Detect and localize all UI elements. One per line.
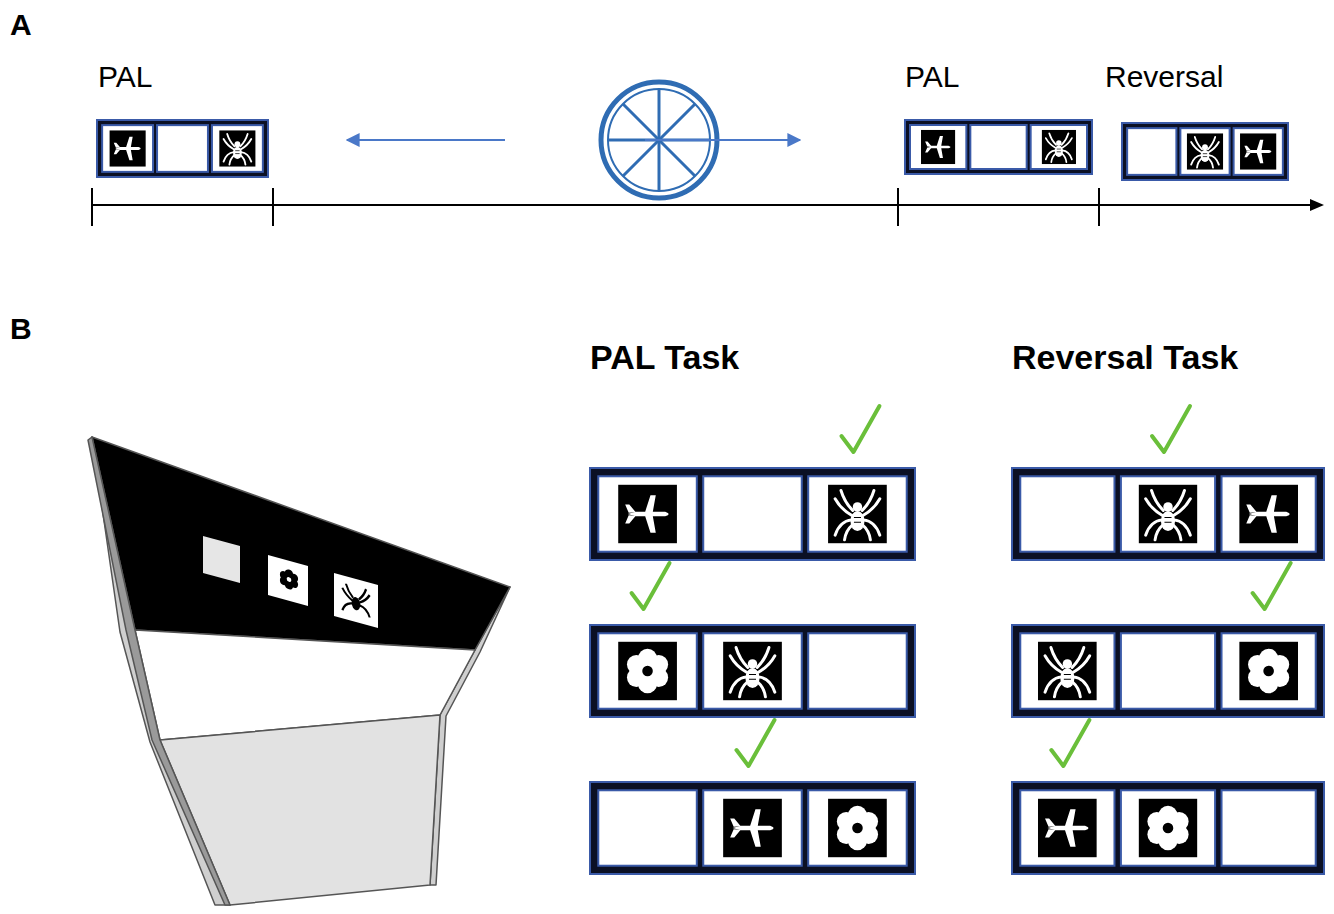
response-window <box>808 790 907 865</box>
response-window <box>703 476 802 551</box>
flower-stimulus <box>1239 642 1298 701</box>
screen-frame <box>97 120 268 177</box>
response-window <box>703 633 802 708</box>
flower-stimulus <box>1139 799 1198 858</box>
response-window <box>703 790 802 865</box>
response-window <box>1222 476 1316 551</box>
screen-frame <box>905 120 1092 174</box>
spider-stimulus <box>723 642 782 701</box>
response-window <box>598 790 697 865</box>
stimulus-row <box>1012 563 1324 717</box>
stimulus-row <box>97 120 268 177</box>
response-window <box>1031 125 1087 169</box>
correct-checkmark <box>1051 720 1089 766</box>
screen-frame <box>1012 468 1324 560</box>
stimulus-row <box>1012 406 1324 560</box>
response-window <box>970 125 1026 169</box>
response-window <box>212 125 263 172</box>
screen-frame <box>590 468 915 560</box>
stimulus-row <box>1012 720 1324 874</box>
response-window <box>102 125 153 172</box>
response-window <box>157 125 208 172</box>
left-arrow <box>347 139 505 141</box>
phase-label: PAL <box>98 60 152 95</box>
stimulus-row <box>590 406 915 560</box>
plane-stimulus <box>921 130 955 164</box>
response-window <box>1121 476 1215 551</box>
spider-stimulus <box>1038 642 1097 701</box>
phase-label: Reversal <box>1105 60 1223 95</box>
response-window <box>1234 128 1283 175</box>
screen-frame <box>1012 782 1324 874</box>
screen-frame <box>1122 123 1288 180</box>
panel-letter: A <box>10 8 32 43</box>
response-window <box>1121 790 1215 865</box>
response-window <box>808 633 907 708</box>
spider-stimulus <box>828 485 887 544</box>
response-window <box>1180 128 1229 175</box>
plane-stimulus <box>1038 799 1097 858</box>
stimulus-rows <box>97 120 1324 874</box>
right-arrow <box>645 139 800 141</box>
screen-frame <box>590 782 915 874</box>
response-window <box>1020 633 1114 708</box>
screen-frame <box>1012 625 1324 717</box>
plane-stimulus <box>1239 485 1298 544</box>
flower-stimulus <box>618 642 677 701</box>
response-window <box>1020 476 1114 551</box>
response-window <box>1222 633 1316 708</box>
stimulus-row <box>590 563 915 717</box>
correct-checkmark <box>1253 563 1291 609</box>
response-window <box>598 633 697 708</box>
plane-stimulus <box>618 485 677 544</box>
plane-stimulus <box>723 799 782 858</box>
spider-stimulus <box>1139 485 1198 544</box>
correct-checkmark <box>737 720 775 766</box>
panel-letter: B <box>10 312 32 347</box>
plane-stimulus <box>109 130 145 166</box>
correct-checkmark <box>841 406 879 452</box>
response-window <box>1127 128 1176 175</box>
flower-stimulus <box>828 799 887 858</box>
touchscreen-chamber <box>88 437 510 905</box>
correct-checkmark <box>1152 406 1190 452</box>
response-window <box>598 476 697 551</box>
spider-stimulus <box>1187 133 1223 169</box>
response-window <box>808 476 907 551</box>
phase-label: PAL <box>905 60 959 95</box>
stimulus-row <box>905 120 1092 174</box>
response-window <box>1020 790 1114 865</box>
stimulus-row <box>590 720 915 874</box>
spider-stimulus <box>219 130 255 166</box>
task-heading: PAL Task <box>590 338 739 377</box>
stimulus-row <box>1122 123 1288 180</box>
response-window <box>1222 790 1316 865</box>
screen-frame <box>590 625 915 717</box>
task-heading: Reversal Task <box>1012 338 1238 377</box>
correct-checkmark <box>632 563 670 609</box>
plane-stimulus <box>1240 133 1276 169</box>
spider-stimulus <box>1042 130 1076 164</box>
response-window <box>1121 633 1215 708</box>
response-window <box>910 125 966 169</box>
timeline <box>92 188 1324 226</box>
